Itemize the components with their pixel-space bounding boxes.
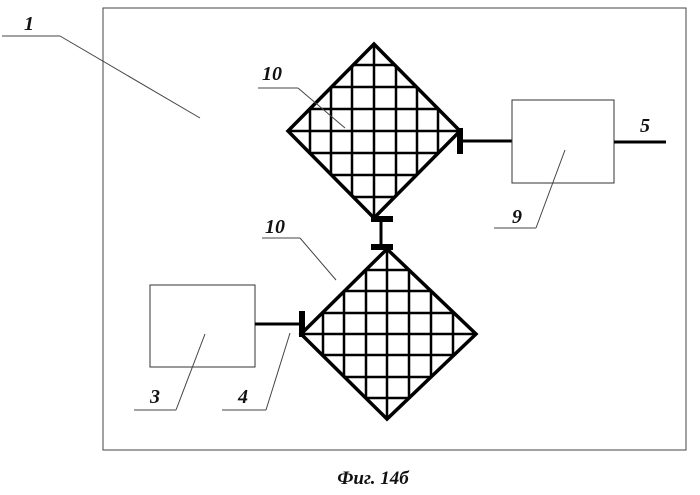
label-9: 9 — [512, 206, 522, 228]
housing-frame — [103, 8, 686, 450]
figure-caption: Фиг. 14б — [337, 468, 410, 489]
antenna-lower — [297, 245, 480, 423]
antenna-upper — [284, 40, 464, 222]
leader-10-lower — [300, 238, 336, 280]
label-4: 4 — [237, 386, 248, 408]
leader-4 — [266, 333, 290, 410]
block-9 — [512, 100, 614, 183]
upper-feed-terminal — [371, 216, 393, 222]
label-10-upper: 10 — [262, 63, 282, 85]
label-3: 3 — [149, 386, 160, 408]
label-10-lower: 10 — [265, 216, 285, 238]
antenna-upper-grid — [284, 40, 464, 222]
label-1: 1 — [24, 13, 34, 35]
leader-1 — [60, 36, 200, 118]
block-3 — [150, 285, 255, 367]
lower-feed-terminal — [371, 244, 393, 250]
antenna-lower-grid — [297, 245, 480, 423]
label-5: 5 — [640, 115, 650, 137]
lower-left-connector — [299, 311, 305, 337]
